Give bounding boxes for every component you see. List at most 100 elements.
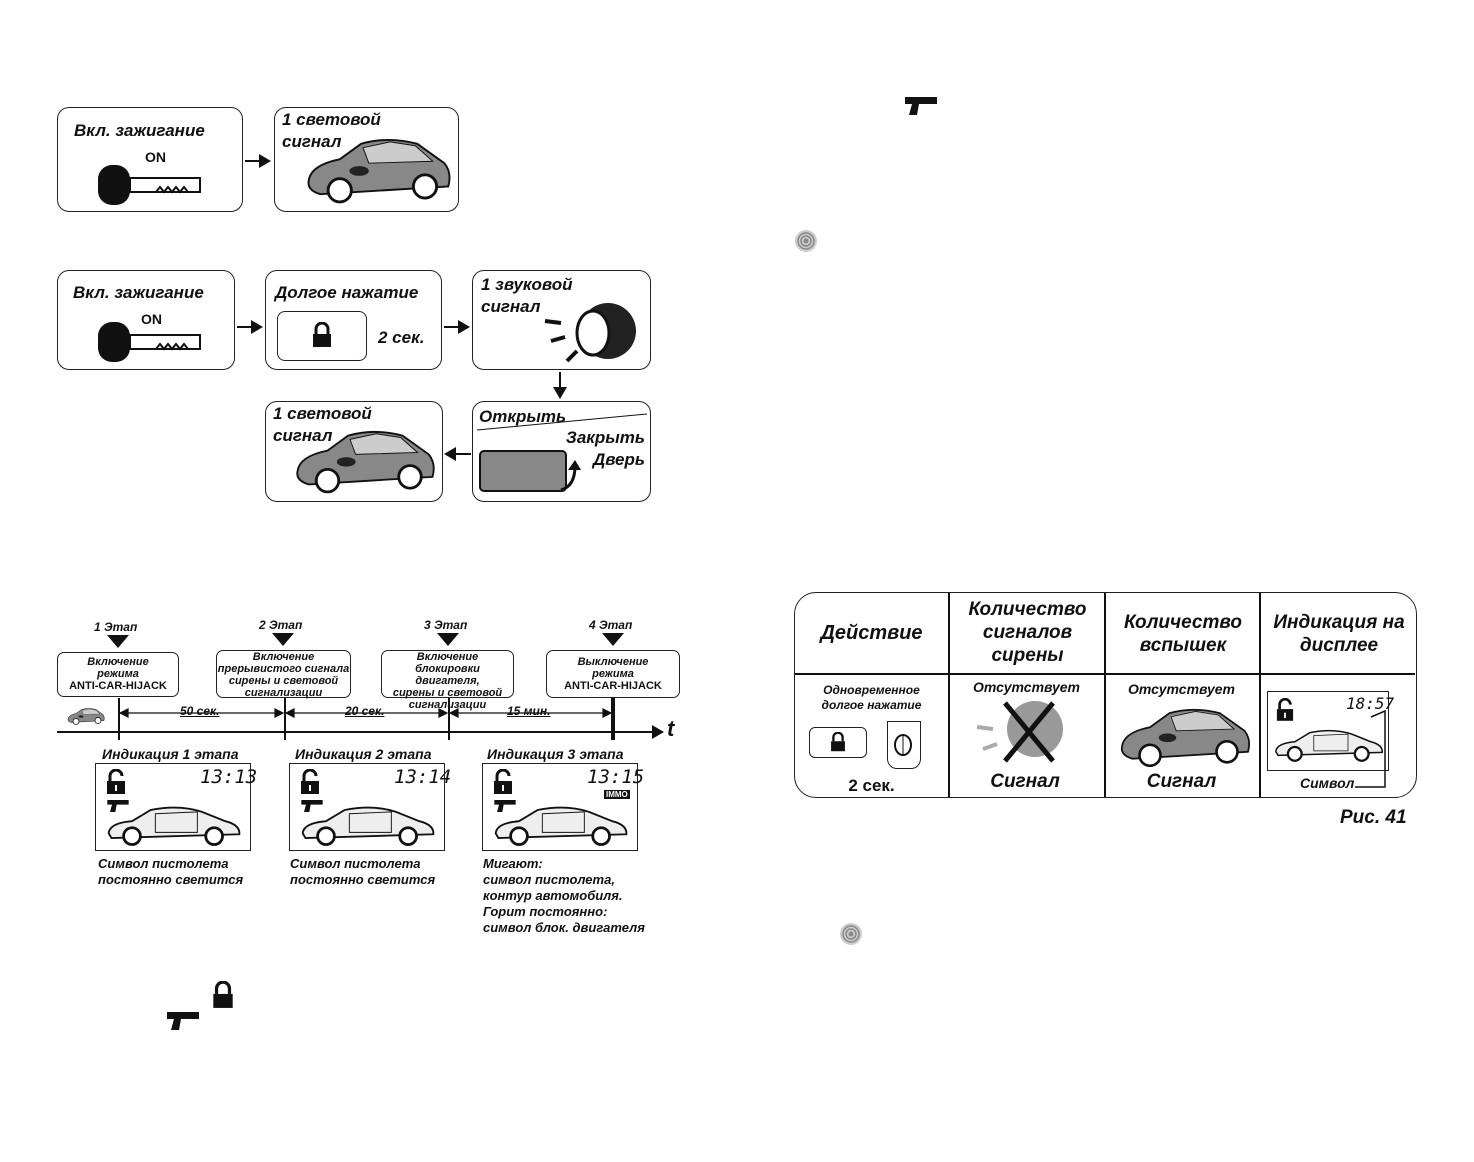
stage-text: Включение <box>87 656 149 668</box>
lock-button <box>809 727 867 758</box>
time-axis-label: t <box>667 716 675 741</box>
col-divider <box>1104 593 1106 797</box>
stage-3-box: Включение блокировки двигателя, сирены и… <box>381 650 514 711</box>
arrow-head <box>444 447 456 461</box>
stage-line <box>118 698 120 740</box>
arrow-head <box>553 387 567 399</box>
lock-icon <box>312 322 332 348</box>
arrow <box>237 326 252 328</box>
door-icon <box>479 450 567 492</box>
open-label: Открыть <box>479 407 567 426</box>
interval-2: 20 сек. <box>345 704 385 718</box>
sound-signal-line2: сигнал <box>481 297 541 316</box>
immo-badge: IMMO <box>604 790 630 799</box>
duration-label: 2 сек. <box>378 328 425 347</box>
stage-text: сигнализации <box>244 687 323 699</box>
curved-arrow-icon <box>560 460 581 492</box>
caption-line: постоянно светится <box>290 872 436 887</box>
action-text2: долгое нажатие <box>821 698 922 712</box>
time-axis-arrow <box>652 725 664 739</box>
stage-text: Включение <box>252 651 315 663</box>
col-divider <box>1259 593 1261 797</box>
indication-2-caption: Символ пистолета постоянно светится <box>290 856 435 888</box>
light-signal-box-2: 1 световой сигнал <box>265 401 443 502</box>
lock-icon <box>830 732 846 752</box>
stage-line <box>284 698 286 740</box>
sound-signal-box: 1 звуковой сигнал <box>472 270 651 370</box>
figure-label: Рис. 41 <box>1340 807 1407 828</box>
arrow <box>444 326 459 328</box>
arrow-head <box>458 320 470 334</box>
caption-line: Символ пистолета <box>290 856 421 871</box>
unlock-icon <box>1276 698 1294 722</box>
light-signal-line2: сигнал <box>273 426 333 445</box>
indication-1-title: Индикация 1 этапа <box>102 746 239 762</box>
caption-line: символ блок. двигателя <box>483 920 645 935</box>
gun-icon <box>165 1010 201 1032</box>
stage-4-label: 4 Этап <box>589 618 633 632</box>
beetle-button <box>887 721 921 769</box>
ignition-on-box-2: Вкл. зажигание ON <box>57 270 235 370</box>
car-icon <box>1115 701 1255 771</box>
action-text1: Одновременное <box>823 683 920 697</box>
interval-3: 15 мин. <box>507 704 551 718</box>
stage-text: Выключение <box>577 656 649 668</box>
target-icon <box>839 922 863 946</box>
key-icon <box>96 317 206 367</box>
light-signal-box: 1 световой сигнал <box>274 107 459 212</box>
stage-4-box: Выключение режима ANTI-CAR-HIJACK <box>546 650 680 698</box>
siren-icon <box>544 303 636 363</box>
siren-crossed-icon <box>976 701 1063 763</box>
target-icon <box>794 229 818 253</box>
siren-label: Сигнал <box>990 771 1060 792</box>
close-label: Закрыть <box>565 428 645 447</box>
header-action: Действие <box>820 622 923 644</box>
unlock-icon <box>493 769 513 795</box>
symbol-label: Символ <box>1300 775 1355 791</box>
arrow <box>456 453 471 455</box>
caption-line: Горит постоянно: <box>483 904 608 919</box>
flash-status: Отсутствует <box>1128 681 1235 697</box>
small-car-icon <box>58 706 114 726</box>
display-3: 13:15 IMMO <box>482 763 644 851</box>
stage-1-label: 1 Этап <box>94 620 138 634</box>
car-outline-icon <box>298 800 438 848</box>
display-time: 13:14 <box>394 766 452 788</box>
arrow <box>245 160 260 162</box>
caption-line: Мигают: <box>483 856 543 871</box>
caption-line: символ пистолета, <box>483 872 615 887</box>
display-time: 18:57 <box>1346 694 1395 713</box>
beetle-icon <box>894 734 912 756</box>
display-time: 13:15 <box>587 766 645 788</box>
lock-button <box>277 311 367 361</box>
stage-text: блокировки двигателя, <box>415 663 480 687</box>
unlock-icon <box>106 769 126 795</box>
display-1: 13:13 <box>95 763 257 851</box>
long-press-box: Долгое нажатие 2 сек. <box>265 270 442 370</box>
stage-line <box>611 698 615 740</box>
arrow-head <box>251 320 263 334</box>
stage-text: сигнализации <box>382 699 513 711</box>
stage-line <box>448 698 450 740</box>
stage-text: сирены и световой <box>228 675 339 687</box>
unlock-icon <box>300 769 320 795</box>
stage-2-box: Включение прерывистого сигнала сирены и … <box>216 650 351 699</box>
interval-arrows <box>118 708 613 718</box>
signal-table: Действие Количество сигналов сирены Коли… <box>794 592 1417 798</box>
stage-text: прерывистого сигнала <box>217 663 350 675</box>
stage-2-label: 2 Этап <box>259 618 303 632</box>
indication-1-caption: Символ пистолета постоянно светится <box>98 856 243 888</box>
display-screen: 18:57 <box>1267 691 1394 771</box>
ignition-label: Вкл. зажигание <box>74 121 205 140</box>
caption-line: контур автомобиля. <box>483 888 623 903</box>
stage-text: режима <box>592 668 634 680</box>
car-icon <box>290 422 440 498</box>
arrow <box>559 372 561 388</box>
stage-text: Включение <box>416 651 479 663</box>
stage-1-box: Включение режима ANTI-CAR-HIJACK <box>57 652 179 697</box>
key-icon <box>96 160 206 210</box>
flash-label: Сигнал <box>1146 771 1217 792</box>
sound-signal-line1: 1 звуковой <box>481 275 573 294</box>
interval-1: 50 сек. <box>180 704 220 718</box>
siren-status: Отсутствует <box>973 679 1080 695</box>
